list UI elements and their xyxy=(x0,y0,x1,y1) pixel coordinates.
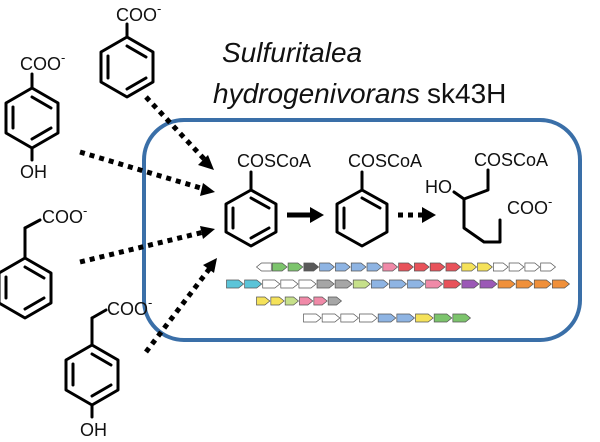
organism-strain: sk43H xyxy=(427,78,506,109)
dienoyl-coa-molecule: COSCoA xyxy=(335,151,422,248)
gene-arrow xyxy=(316,279,335,289)
product-charge: - xyxy=(548,194,552,209)
hydroxyphenylacetate-charge: - xyxy=(148,295,152,310)
benzoate-molecule: COO- xyxy=(99,1,161,99)
uptake-arrow-hydroxybenzoate xyxy=(79,149,205,192)
arrowhead-hydroxyphenylacetate xyxy=(203,258,217,273)
gene-arrow xyxy=(461,262,478,272)
uptake-arrow-hydroxyphenylacetate xyxy=(144,266,212,354)
gene-arrow xyxy=(303,313,322,323)
gene-arrow xyxy=(433,313,453,323)
phenylacetate-molecule: COO- xyxy=(0,203,87,320)
gene-arrow xyxy=(313,296,328,306)
hydroxyphenylacetate-group-label: COO xyxy=(107,299,148,319)
uptake-arrows xyxy=(79,95,217,354)
gene-arrow xyxy=(477,262,493,272)
gene-arrow xyxy=(280,279,299,289)
gene-arrow xyxy=(287,262,304,272)
gene-arrow xyxy=(443,279,462,289)
arrowhead-phenylacetate xyxy=(200,226,215,239)
gene-arrow xyxy=(271,262,288,272)
gene-arrow xyxy=(262,279,281,289)
reaction-arrow-2 xyxy=(398,207,436,223)
gene-arrow xyxy=(508,262,525,272)
gene-arrow xyxy=(414,262,430,272)
benzoate-charge: - xyxy=(157,1,161,16)
phenylacetate-group: COO- xyxy=(42,203,87,227)
hydroxybenzoate-charge: - xyxy=(61,50,65,65)
gene-arrow xyxy=(366,262,383,272)
gene-arrow xyxy=(359,313,378,323)
gene-arrow xyxy=(398,262,414,272)
gene-arrow xyxy=(226,279,245,289)
gene-arrow xyxy=(533,279,552,289)
hydroxyphenylacetate-group: COO- xyxy=(107,295,152,319)
gene-arrow xyxy=(429,262,446,272)
gene-arrow xyxy=(319,262,336,272)
product-coa-label: COSCoA xyxy=(474,150,548,170)
hydroxybenzoate-oh: OH xyxy=(20,162,47,182)
gene-arrow xyxy=(256,296,271,306)
gene-arrow xyxy=(370,279,390,289)
gene-arrow xyxy=(552,279,571,289)
dienoyl-coa-label: COSCoA xyxy=(348,151,422,171)
organism-genus: Sulfuritalea xyxy=(222,37,362,68)
organism-species: hydrogenivorans xyxy=(213,78,420,109)
gene-arrow xyxy=(335,262,351,272)
benzoyl-coa-molecule: COSCoA xyxy=(224,151,311,248)
gene-arrow xyxy=(377,313,397,323)
benzoyl-coa-label: COSCoA xyxy=(237,151,311,171)
uptake-arrow-benzoate xyxy=(144,95,208,163)
arrowhead-hydroxybenzoate xyxy=(200,183,215,196)
gene-arrow xyxy=(321,313,341,323)
gene-arrow xyxy=(389,279,408,289)
gene-arrow xyxy=(352,279,371,289)
hydroxybenzoate-group: COO- xyxy=(20,50,65,74)
gene-arrow xyxy=(244,279,263,289)
hydroxyphenylacetate-oh: OH xyxy=(80,420,107,440)
gene-arrow xyxy=(461,279,480,289)
gene-arrow xyxy=(298,279,317,289)
gene-arrow xyxy=(270,296,285,306)
gene-arrow xyxy=(515,279,534,289)
phenylacetate-charge: - xyxy=(83,203,87,218)
arrowhead-benzoate xyxy=(198,155,214,170)
gene-arrow xyxy=(303,262,320,272)
hydroxybenzoate-molecule: COO- OH xyxy=(4,50,65,182)
hydroxybenzoate-group-label: COO xyxy=(20,54,61,74)
gene-arrow xyxy=(340,313,360,323)
gene-arrow xyxy=(334,279,353,289)
hydroxyphenylacetate-molecule: COO- OH xyxy=(64,295,152,440)
gene-arrow xyxy=(255,262,272,272)
cell-boundary xyxy=(142,118,582,342)
gene-arrow xyxy=(327,296,343,306)
gene-arrow xyxy=(492,262,509,272)
gene-clusters xyxy=(226,262,571,323)
gene-arrow xyxy=(407,279,426,289)
gene-arrow xyxy=(445,262,462,272)
gene-arrow xyxy=(524,262,541,272)
gene-arrow xyxy=(479,279,498,289)
gene-arrow xyxy=(540,262,557,272)
benzoate-group: COO- xyxy=(116,1,161,25)
product-hydroxyl-label: HO xyxy=(425,177,452,197)
product-carboxyl-label: COO- xyxy=(507,194,552,218)
gene-arrow xyxy=(452,313,472,323)
gene-arrow xyxy=(415,313,434,323)
benzoate-group-label: COO xyxy=(116,5,157,25)
uptake-arrow-phenylacetate xyxy=(79,229,205,265)
phenylacetate-group-label: COO xyxy=(42,207,83,227)
gene-arrow xyxy=(425,279,444,289)
product-molecule: COSCoA HO COO- xyxy=(425,150,552,244)
product-carboxyl-group: COO xyxy=(507,198,548,218)
gene-arrow xyxy=(284,296,300,306)
reaction-arrow-1 xyxy=(287,207,324,223)
gene-arrow xyxy=(497,279,516,289)
gene-arrow xyxy=(396,313,416,323)
gene-arrow xyxy=(299,296,314,306)
gene-arrow xyxy=(350,262,367,272)
gene-arrow xyxy=(382,262,399,272)
